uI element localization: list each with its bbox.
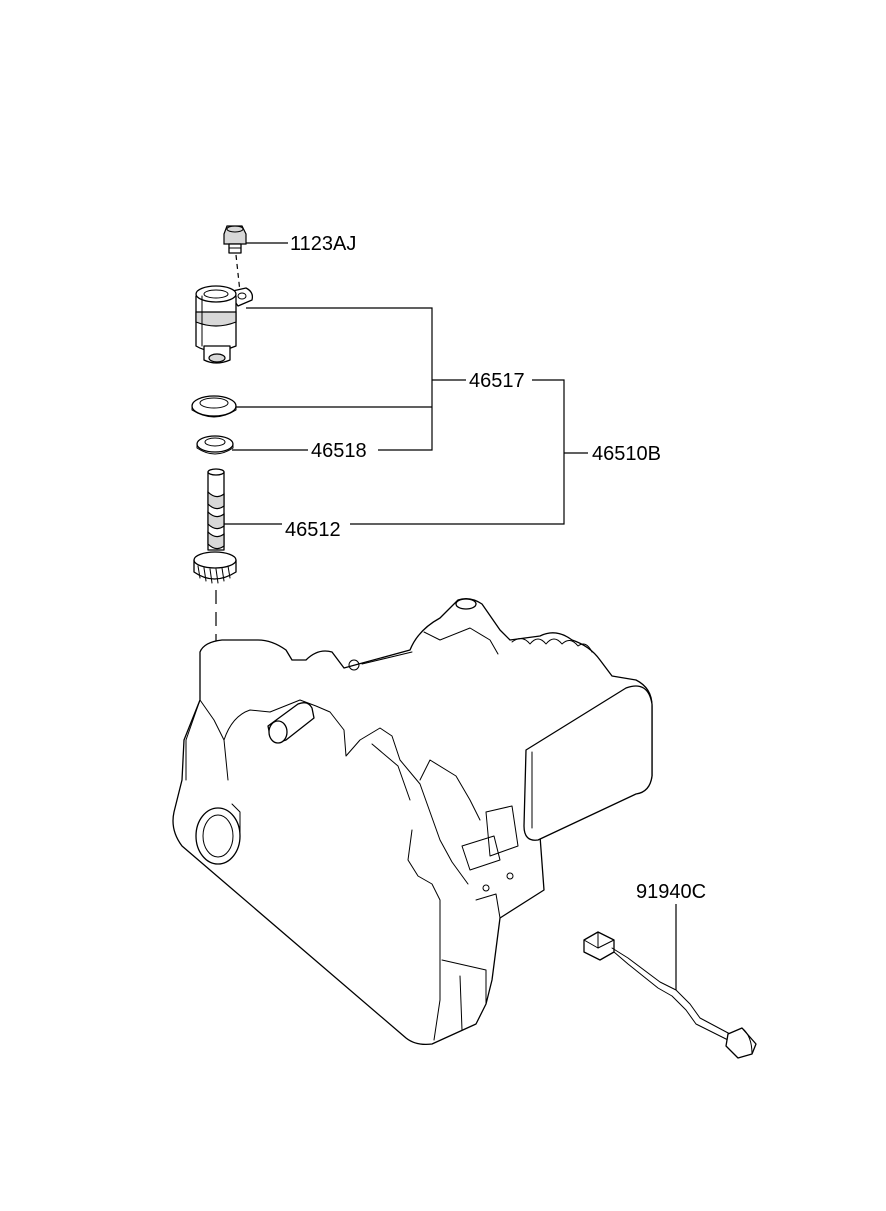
speed-sensor-part — [195, 285, 254, 364]
label-driven-gear: 46512 — [285, 519, 341, 541]
transaxle-housing — [172, 598, 653, 1046]
leader-lines — [224, 242, 677, 990]
label-kit: 46510B — [592, 443, 661, 465]
driven-gear-part — [193, 468, 237, 584]
label-harness: 91940C — [636, 881, 706, 903]
large-ring-part — [191, 395, 237, 418]
harness-part — [583, 931, 757, 1059]
o-ring-part — [196, 435, 234, 455]
label-sensor-assy: 46517 — [469, 370, 525, 392]
label-o-ring: 46518 — [311, 440, 367, 462]
label-bolt: 1123AJ — [290, 233, 356, 255]
bolt-part — [223, 225, 247, 254]
bolt-dash-line — [235, 254, 241, 293]
